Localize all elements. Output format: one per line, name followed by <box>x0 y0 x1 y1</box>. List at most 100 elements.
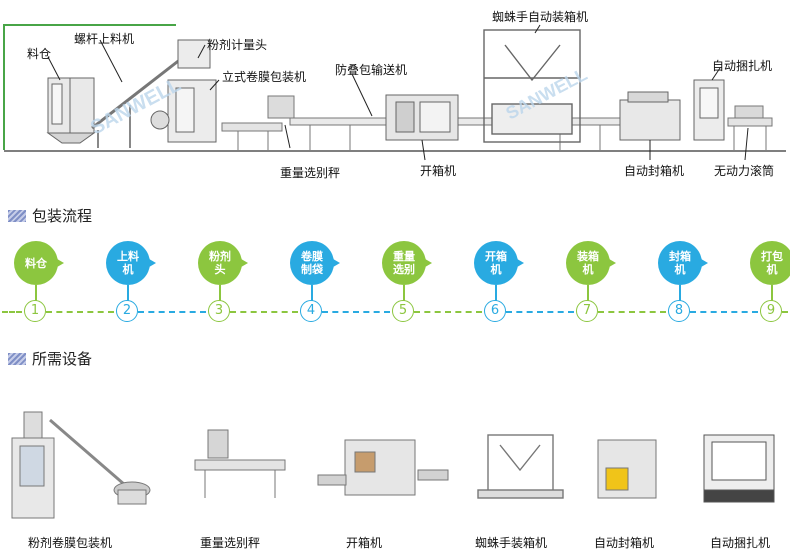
process-step-number: 5 <box>392 300 414 322</box>
process-step-label: 料仓 <box>25 256 47 270</box>
process-step-dash <box>138 311 206 313</box>
process-title-text: 包装流程 <box>32 207 93 225</box>
process-step-arrow <box>144 256 156 270</box>
equipment-label: 重量选别秤 <box>200 536 261 550</box>
label-silo: 料仓 <box>27 47 52 61</box>
process-step-bubble: 装箱 机 <box>566 241 610 285</box>
process-step-number: 2 <box>116 300 138 322</box>
spider-packer-machine <box>483 29 581 143</box>
label-powder-doser: 粉剂计量头 <box>207 38 268 52</box>
process-step-label: 打包 机 <box>761 250 783 276</box>
equipment-section-title: 所需设备 <box>8 348 92 369</box>
process-step-arrow <box>52 256 64 270</box>
process-step-9: 打包 机 <box>746 237 790 301</box>
process-step-label: 装箱 机 <box>577 250 599 276</box>
process-step-connector <box>587 285 589 302</box>
label-roller: 无动力滚筒 <box>714 164 775 178</box>
process-step-arrow <box>236 256 248 270</box>
process-step-bubble: 封箱 机 <box>658 241 702 285</box>
label-screw-feeder: 螺杆上料机 <box>74 32 135 46</box>
process-step-label: 封箱 机 <box>669 250 691 276</box>
process-step-arrow <box>696 256 708 270</box>
equipment-check-weigher-image <box>194 429 286 498</box>
equipment-drawings <box>11 411 775 519</box>
process-step-connector <box>219 285 221 302</box>
process-step-connector <box>35 285 37 302</box>
equipment-label: 自动封箱机 <box>594 536 655 550</box>
process-step-arrow <box>512 256 524 270</box>
process-step-1: 料仓 <box>10 237 74 301</box>
process-step-bubble: 重量 选别 <box>382 241 426 285</box>
process-step-number: 8 <box>668 300 690 322</box>
process-step-8: 封箱 机 <box>654 237 718 301</box>
process-step-arrow <box>788 256 790 270</box>
process-step-connector <box>403 285 405 302</box>
process-step-bubble: 料仓 <box>14 241 58 285</box>
process-step-dash <box>598 311 666 313</box>
label-vffs: 立式卷膜包装机 <box>222 70 307 84</box>
process-step-bubble: 打包 机 <box>750 241 790 285</box>
equipment-label: 粉剂卷膜包装机 <box>28 536 113 550</box>
section-mark-icon <box>8 352 26 365</box>
process-step-dash <box>782 311 790 313</box>
equipment-title-text: 所需设备 <box>32 350 93 368</box>
process-step-number: 4 <box>300 300 322 322</box>
process-step-dash <box>414 311 482 313</box>
process-step-2: 上料 机 <box>102 237 166 301</box>
process-step-7: 装箱 机 <box>562 237 626 301</box>
process-step-dash <box>2 311 22 313</box>
equipment-spider-packer-image <box>477 434 564 499</box>
label-case-sealer: 自动封箱机 <box>624 164 685 178</box>
process-step-connector <box>311 285 313 302</box>
label-spider-packer: 蜘蛛手自动装箱机 <box>492 10 589 24</box>
process-step-arrow <box>328 256 340 270</box>
process-step-label: 重量 选别 <box>393 250 415 276</box>
equipment-label: 开箱机 <box>346 536 383 550</box>
strapper-machine <box>693 79 725 141</box>
process-step-label: 开箱 机 <box>485 250 507 276</box>
process-step-dash <box>230 311 298 313</box>
process-step-number: 3 <box>208 300 230 322</box>
process-section-title: 包装流程 <box>8 205 92 226</box>
process-step-number: 1 <box>24 300 46 322</box>
label-check-weigher: 重量选别秤 <box>280 166 341 180</box>
process-step-bubble: 开箱 机 <box>474 241 518 285</box>
process-step-label: 卷膜 制袋 <box>301 250 323 276</box>
process-step-dash <box>690 311 758 313</box>
equipment-label: 蜘蛛手装箱机 <box>475 536 548 550</box>
case-erector-machine <box>385 94 459 141</box>
process-step-5: 重量 选别 <box>378 237 442 301</box>
roller-machine <box>727 105 773 150</box>
label-conveyor: 防叠包输送机 <box>335 63 408 77</box>
process-step-connector <box>679 285 681 302</box>
silo-machine <box>46 77 96 144</box>
process-step-4: 卷膜 制袋 <box>286 237 350 301</box>
process-step-6: 开箱 机 <box>470 237 534 301</box>
vffs-machine <box>150 39 217 143</box>
process-step-dash <box>506 311 574 313</box>
process-step-connector <box>771 285 773 302</box>
equipment-case-erector-image <box>317 439 449 496</box>
process-step-arrow <box>604 256 616 270</box>
process-step-3: 粉剂 头 <box>194 237 258 301</box>
equipment-strapper-image <box>703 434 775 503</box>
label-strapper: 自动捆扎机 <box>712 59 773 73</box>
process-step-number: 7 <box>576 300 598 322</box>
equipment-vffs-image <box>11 411 151 519</box>
section-mark-icon <box>8 209 26 222</box>
process-step-dash <box>46 311 114 313</box>
process-step-number: 9 <box>760 300 782 322</box>
line-diagram-drawing: SANWELL SANWELL <box>3 24 786 161</box>
equipment-images <box>0 390 790 530</box>
process-step-dash <box>322 311 390 313</box>
process-step-label: 粉剂 头 <box>209 250 231 276</box>
check-weigher-machine <box>221 95 295 150</box>
equipment-case-sealer-image <box>597 439 657 499</box>
process-step-bubble: 粉剂 头 <box>198 241 242 285</box>
process-step-label: 上料 机 <box>117 250 139 276</box>
equipment-label: 自动捆扎机 <box>710 536 771 550</box>
process-step-connector <box>127 285 129 302</box>
process-step-connector <box>495 285 497 302</box>
process-step-number: 6 <box>484 300 506 322</box>
case-sealer-machine <box>619 91 681 141</box>
